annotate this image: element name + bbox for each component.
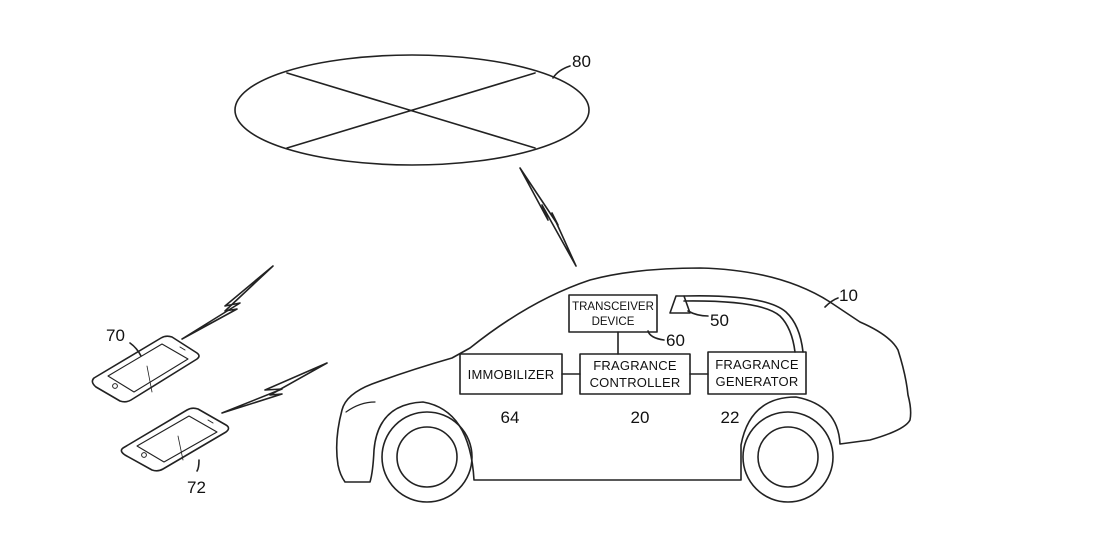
phone-70-leader-line <box>129 342 142 357</box>
transceiver-label-line2: DEVICE <box>592 316 635 328</box>
fragrance-duct <box>683 295 804 353</box>
phone-70-signal-icon <box>181 265 274 340</box>
car-leader-line <box>824 297 839 308</box>
phone-72-signal-icon <box>221 362 328 414</box>
transceiver-leader-line <box>647 330 665 341</box>
immobilizer-label: IMMOBILIZER <box>468 367 555 382</box>
fragrance-emitter-icon <box>669 295 691 314</box>
transceiver-ref-label: 60 <box>666 331 685 350</box>
generator-ref-label: 22 <box>721 408 740 427</box>
emitter-leader-line <box>687 310 709 317</box>
front-wheel-icon <box>381 411 473 503</box>
transceiver-label-line1: TRANSCEIVER <box>572 301 654 313</box>
rear-wheel-icon <box>742 411 834 503</box>
immobilizer-ref-label: 64 <box>501 408 520 427</box>
satellite-disc <box>234 54 590 166</box>
generator-label-line2: GENERATOR <box>716 374 799 389</box>
phone-70-ref-label: 70 <box>106 326 125 345</box>
controller-ref-label: 20 <box>631 408 650 427</box>
satellite-leader-line <box>552 65 571 79</box>
generator-label-line1: FRAGRANCE <box>715 357 799 372</box>
satellite-ref-label: 80 <box>572 52 591 71</box>
car-ref-label: 10 <box>839 286 858 305</box>
transceiver-device-box <box>568 294 658 333</box>
fragrance-generator-box <box>707 351 807 395</box>
phone-72-ref-label: 72 <box>187 478 206 497</box>
smartphone-70-icon <box>91 335 200 403</box>
smartphone-72-icon <box>120 407 230 472</box>
phone-72-leader-line <box>196 459 200 472</box>
fragrance-duct-inner <box>683 300 796 353</box>
satellite-signal-icon <box>519 167 577 267</box>
car-body-outline <box>335 267 912 483</box>
controller-label-line2: CONTROLLER <box>590 375 681 390</box>
controller-label-line1: FRAGRANCE <box>593 358 677 373</box>
emitter-ref-label: 50 <box>710 311 729 330</box>
